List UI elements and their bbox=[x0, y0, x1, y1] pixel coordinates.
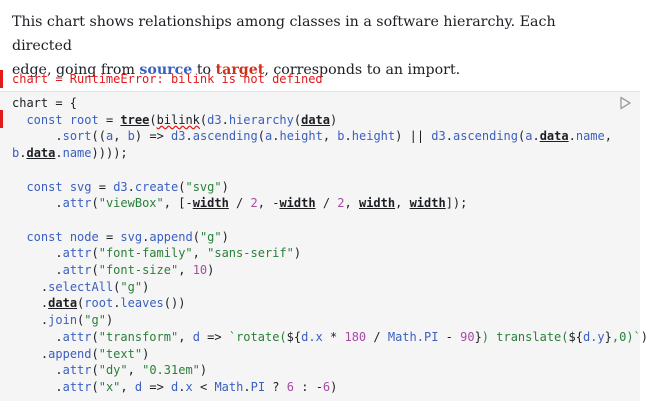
code-line[interactable]: chart = { bbox=[12, 96, 78, 110]
play-icon[interactable] bbox=[618, 96, 632, 110]
description-line-2: edge, going from source to target, corre… bbox=[12, 58, 572, 82]
code-line[interactable]: .attr("viewBox", [-width / 2, -width / 2… bbox=[55, 196, 468, 211]
error-message: chart = RuntimeError: bilink is not defi… bbox=[12, 72, 323, 86]
target-label: target bbox=[215, 62, 265, 78]
description-text: This chart shows relationships among cla… bbox=[12, 10, 572, 82]
code-line[interactable]: .attr("font-family", "sans-serif") bbox=[55, 246, 302, 261]
code-line[interactable]: const root = tree(bilink(d3.hierarchy(da… bbox=[26, 112, 338, 127]
code-line[interactable]: .selectAll("g") bbox=[40, 279, 150, 294]
error-output: chart = RuntimeError: bilink is not defi… bbox=[0, 68, 640, 90]
code-line[interactable]: .append("text") bbox=[40, 346, 150, 361]
description-line-1: This chart shows relationships among cla… bbox=[12, 14, 556, 54]
code-line[interactable]: .attr("dy", "0.31em") bbox=[55, 363, 208, 378]
code-line[interactable]: const svg = d3.create("svg") bbox=[26, 179, 229, 194]
error-marker bbox=[0, 70, 3, 88]
source-label: source bbox=[139, 62, 193, 78]
code-line[interactable]: .join("g") bbox=[40, 313, 114, 328]
code-line[interactable]: .attr("transform", d => `rotate(${d.x * … bbox=[55, 329, 648, 344]
code-line[interactable]: .sort((a, b) => d3.ascending(a.height, b… bbox=[55, 129, 612, 144]
error-line-marker bbox=[0, 110, 3, 128]
code-cell[interactable]: chart = { const root = tree(bilink(d3.hi… bbox=[0, 91, 648, 401]
code-line[interactable]: .attr("font-size", 10) bbox=[55, 263, 215, 277]
code-line[interactable]: const node = svg.append("g") bbox=[26, 229, 229, 244]
description-post: , corresponds to an import. bbox=[264, 62, 461, 78]
code-line[interactable]: .data(root.leaves()) bbox=[40, 296, 186, 311]
description-mid: to bbox=[192, 62, 216, 78]
code-line[interactable]: .attr("x", d => d.x < Math.PI ? 6 : -6) bbox=[55, 379, 338, 394]
code-line[interactable]: b.data.name)))); bbox=[12, 146, 128, 161]
description-pre: edge, going from bbox=[12, 62, 140, 78]
